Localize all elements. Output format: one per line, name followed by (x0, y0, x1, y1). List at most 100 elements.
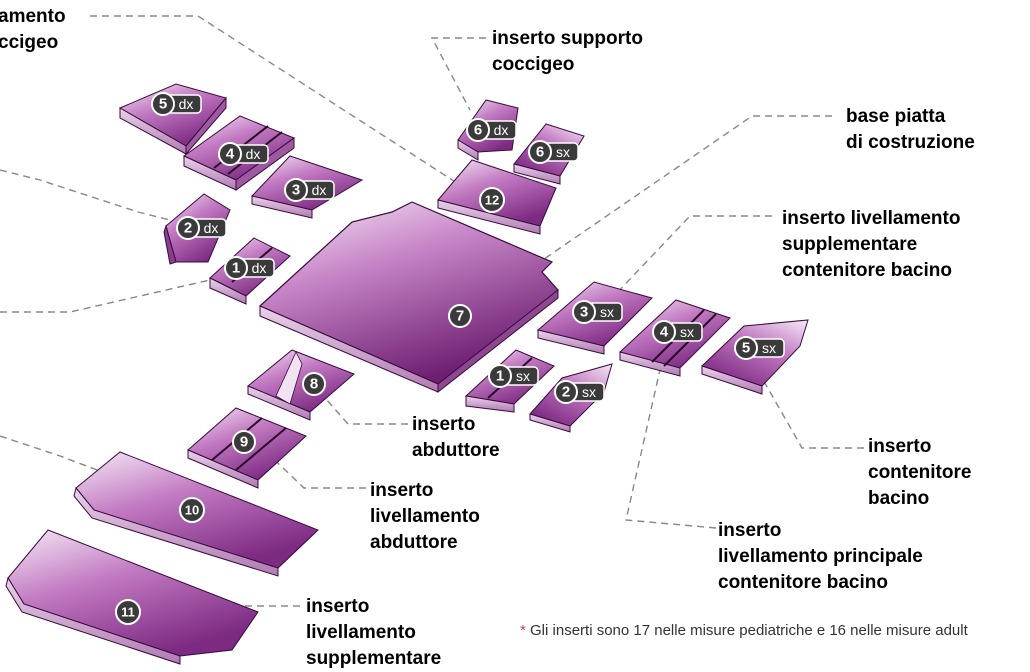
badge-2sx: sx 2 (554, 380, 605, 404)
badge-1dx: dx 1 (224, 256, 275, 280)
badge-6dx: dx6 (466, 118, 517, 142)
badge-number: 1 (232, 260, 240, 277)
badge-7: 7 (448, 304, 472, 328)
label-line: supplementare (782, 234, 918, 255)
leader-2dx (0, 169, 179, 223)
badge-number: 9 (240, 434, 248, 451)
badge-5sx: sx5 (734, 336, 785, 360)
badge-6sx: sx 6 (528, 140, 579, 164)
badge-circle (284, 178, 308, 202)
badge-8: 8 (302, 372, 326, 396)
footnote-star: * (520, 622, 526, 639)
label-line: amento (0, 6, 66, 27)
badge-4sx: sx4 (652, 320, 703, 344)
badge-number: 3 (292, 182, 300, 199)
label-line: inserto (370, 480, 434, 501)
label-line: bacino (868, 488, 930, 509)
badge-side-label: sx (762, 340, 776, 356)
label-line: inserto (718, 520, 782, 541)
badge-number: 8 (310, 376, 318, 393)
badge-10: 10 (179, 497, 205, 523)
badge-circle (176, 216, 200, 240)
badge-number: 5 (159, 96, 167, 113)
badge-5dx: dx 5 (151, 92, 202, 116)
leader-base-piatta (469, 115, 832, 311)
label-livellamento-principale: inserto livellamento principale contenit… (718, 518, 923, 596)
badge-side-label: sx (582, 384, 596, 400)
badge-side-label: dx (252, 260, 267, 276)
badge-12: 12 (479, 187, 505, 213)
badge-number: 2 (562, 384, 570, 401)
label-line: ccigeo (0, 32, 59, 53)
badge-number: 11 (121, 605, 135, 620)
leader-livellamento-supplementare-contenitore (611, 215, 772, 299)
badge-3dx: dx 3 (284, 178, 335, 202)
piece-7-base (258, 201, 559, 394)
label-line: inserto livellamento (782, 208, 961, 229)
footnote: * Gli inserti sono 17 nelle misure pedia… (520, 622, 968, 639)
badge-side-label: dx (312, 182, 327, 198)
badge-circle (224, 256, 248, 280)
label-line: livellamento (306, 622, 416, 643)
label-line: livellamento principale (718, 546, 923, 567)
leader-abduttore (317, 389, 408, 425)
label-line: abduttore (412, 440, 500, 461)
label-line: inserto supporto (492, 28, 643, 49)
label-line: coccigeo (492, 54, 575, 75)
badge-number: 12 (485, 193, 499, 208)
badge-circle (572, 300, 596, 324)
badge-circle (734, 336, 758, 360)
badge-circle (151, 92, 175, 116)
label-line: contenitore (868, 462, 972, 483)
badge-side-label: dx (246, 146, 261, 162)
label-livellamento-abduttore: inserto livellamento abduttore (370, 478, 480, 556)
badge-number: 4 (660, 324, 669, 341)
badge-circle (218, 142, 242, 166)
badge-circle (466, 118, 490, 142)
leader-livellamento-abduttore (257, 443, 366, 489)
leader-lines (0, 15, 864, 611)
badge-side-label: dx (179, 96, 194, 112)
label-line: inserto (868, 436, 932, 457)
badge-circle (528, 140, 552, 164)
badge-side-label: dx (494, 122, 509, 138)
badge-circle (179, 497, 205, 523)
badge-number: 7 (456, 308, 464, 325)
label-livellamento-supplementare-contenitore: inserto livellamento supplementare conte… (782, 206, 960, 284)
badge-circle (652, 320, 676, 344)
label-contenitore-bacino: inserto contenitore bacino (868, 434, 971, 512)
label-line: inserto (306, 596, 370, 617)
label-line: supplementare (306, 648, 442, 669)
badge-side-label: dx (204, 220, 219, 236)
badge-11: 11 (115, 599, 141, 625)
badge-circle (232, 430, 256, 454)
badge-4dx: dx4 (218, 142, 269, 166)
badge-number: 10 (185, 503, 199, 518)
leader-1dx (0, 279, 211, 313)
badge-number: 6 (536, 144, 544, 161)
label-livellamento-coccigeo: amento ccigeo (0, 4, 66, 56)
label-line: inserto (412, 414, 476, 435)
badge-1sx: sx1 (488, 364, 539, 388)
badge-circle (479, 187, 505, 213)
label-line: livellamento (370, 506, 480, 527)
label-line: abduttore (370, 532, 458, 553)
label-line: di costruzione (846, 132, 975, 153)
leader-contenitore-bacino (761, 377, 864, 449)
badge-number: 3 (580, 304, 588, 321)
leader-livellamento-supplementare (149, 605, 300, 611)
label-line: contenitore bacino (782, 260, 952, 281)
leader-livellamento-principale (625, 351, 717, 529)
badge-circle (554, 380, 578, 404)
badge-2dx: dx2 (176, 216, 227, 240)
badge-circle (115, 599, 141, 625)
badge-side-label: sx (600, 304, 614, 320)
badge-circle (448, 304, 472, 328)
badge-side-label: sx (556, 144, 570, 160)
piece-8 (247, 349, 355, 421)
badge-9: 9 (232, 430, 256, 454)
leader-10 (0, 435, 191, 506)
badge-number: 1 (496, 368, 504, 385)
leader-supporto-coccigeo (430, 37, 486, 111)
